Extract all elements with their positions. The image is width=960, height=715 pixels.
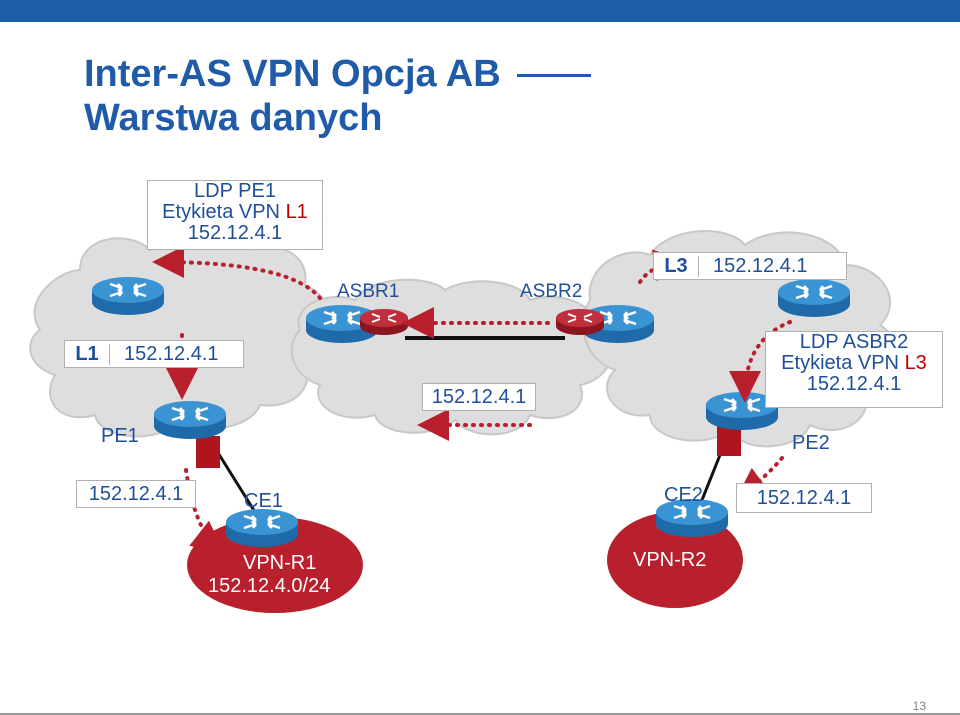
box-ldp-pe1: LDP PE1 Etykieta VPN L1 152.12.4.1 bbox=[147, 180, 323, 250]
box-ldp-pe1-line1: LDP PE1 bbox=[194, 180, 276, 202]
router-asbr2-vrf bbox=[555, 308, 605, 336]
label-asbr1: ASBR1 bbox=[337, 281, 400, 302]
page-number: 13 bbox=[912, 699, 926, 713]
label-vpn-r1-prefix: 152.12.4.0/24 bbox=[208, 575, 331, 597]
box-l1-ip: 152.12.4.1 bbox=[124, 342, 219, 365]
box-ldp-asbr2-line1: LDP ASBR2 bbox=[799, 331, 909, 353]
box-ldp-pe1-line2: Etykieta VPN L1 bbox=[162, 201, 308, 223]
box-ce1-packet: 152.12.4.1 bbox=[76, 480, 196, 508]
pe1-interface bbox=[196, 436, 220, 468]
flow-arrow-top-left bbox=[152, 246, 322, 300]
vpn-site-r2 bbox=[607, 512, 743, 608]
box-mid: 152.12.4.1 bbox=[422, 383, 536, 411]
box-l3-label: L3 bbox=[654, 255, 699, 277]
router-ce1 bbox=[224, 507, 300, 549]
box-mid-ip: 152.12.4.1 bbox=[431, 386, 527, 408]
box-l3: L3 152.12.4.1 bbox=[653, 252, 847, 280]
router-asbr1-vrf bbox=[359, 308, 409, 336]
top-bar bbox=[0, 0, 960, 22]
box-ldp-asbr2: LDP ASBR2 Etykieta VPN L3 152.12.4.1 bbox=[765, 331, 943, 408]
flow-arrow-right-down bbox=[729, 320, 792, 403]
bottom-bar bbox=[0, 713, 960, 715]
label-ce2: CE2 bbox=[664, 484, 703, 506]
label-l1-text: L1 bbox=[285, 201, 308, 223]
label-vpn-r1: VPN-R1 bbox=[243, 552, 317, 574]
label-vpn-r2: VPN-R2 bbox=[633, 549, 707, 571]
vpn-site-r1 bbox=[187, 517, 363, 613]
box-ldp-pe1-line3: 152.12.4.1 bbox=[187, 222, 283, 244]
label-ce1: CE1 bbox=[244, 490, 283, 512]
box-ldp-asbr2-line3: 152.12.4.1 bbox=[806, 373, 902, 395]
box-l1: L1 152.12.4.1 bbox=[64, 340, 244, 368]
label-pe2: PE2 bbox=[792, 432, 830, 454]
flow-arrow-pe1-ce1 bbox=[184, 468, 225, 553]
title-dash bbox=[516, 74, 591, 78]
title-line2: Warstwa danych bbox=[84, 97, 383, 139]
box-l1-label: L1 bbox=[65, 343, 110, 365]
box-ldp-asbr2-line2: Etykieta VPN L3 bbox=[781, 352, 927, 374]
title-line1: Inter-AS VPN Opcja AB bbox=[84, 53, 501, 95]
router-as1-p bbox=[90, 275, 166, 317]
label-pe1: PE1 bbox=[101, 425, 139, 447]
router-as2-p bbox=[776, 277, 852, 319]
box-l3-ip: 152.12.4.1 bbox=[713, 254, 808, 277]
label-l3-text: L3 bbox=[904, 352, 927, 374]
box-ce2-packet: 152.12.4.1 bbox=[736, 483, 872, 513]
router-pe1 bbox=[152, 399, 228, 441]
label-asbr2: ASBR2 bbox=[520, 281, 583, 302]
page-title: Inter-AS VPN Opcja AB Warstwa danych bbox=[84, 52, 591, 140]
link-pe1-ce1 bbox=[213, 447, 257, 513]
